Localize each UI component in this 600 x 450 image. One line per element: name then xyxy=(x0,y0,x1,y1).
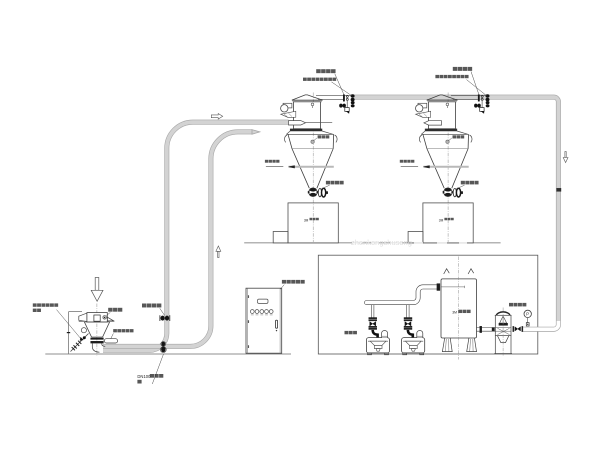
svg-text:3M: 3M xyxy=(452,310,457,314)
svg-text:DN100: DN100 xyxy=(137,374,151,379)
svg-text:zhenkongshusong: zhenkongshusong xyxy=(351,238,412,247)
svg-text:3M: 3M xyxy=(304,219,309,223)
svg-text:P: P xyxy=(526,312,529,317)
svg-text:3M: 3M xyxy=(439,219,444,223)
